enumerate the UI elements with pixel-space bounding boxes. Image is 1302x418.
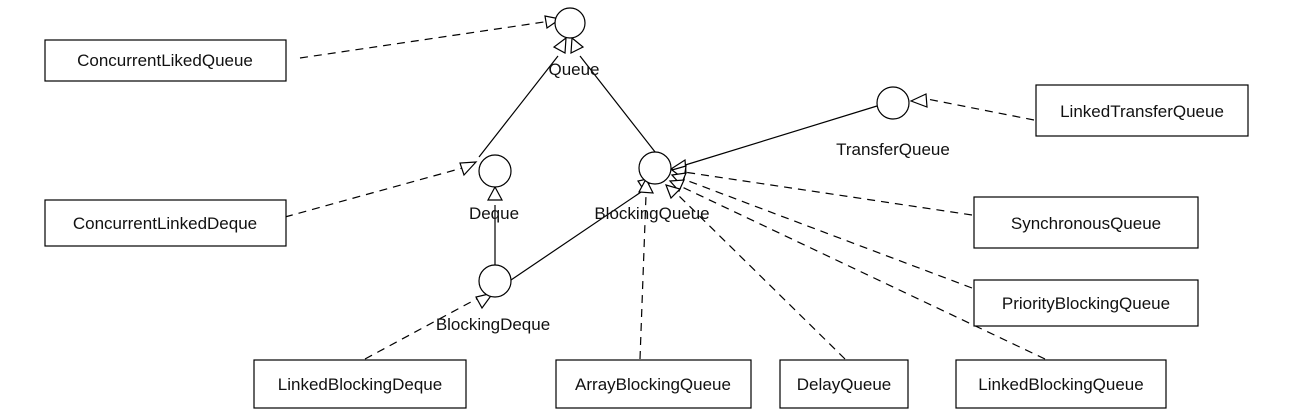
queue-label: Queue	[548, 60, 599, 79]
class-box-synchronousqueue: SynchronousQueue	[973, 196, 1199, 249]
blockingdeque-interface-circle	[478, 264, 512, 298]
linkedblockingdeque-label: LinkedBlockingDeque	[278, 375, 442, 394]
delayqueue-label: DelayQueue	[797, 375, 892, 394]
queue-interface-circle	[554, 7, 586, 39]
deque-extends-queue-line	[478, 55, 559, 158]
class-box-concurrentlinkeddeque: ConcurrentLinkedDeque	[44, 199, 287, 247]
queue-arrowhead-right	[570, 36, 585, 55]
queue-arrowhead-left	[552, 36, 567, 54]
blockingqueue-arrowhead-arraybq	[638, 177, 655, 194]
class-box-priorityblockingqueue: PriorityBlockingQueue	[973, 279, 1199, 327]
transferqueue-interface-circle	[876, 86, 910, 120]
transferqueue-extends-blockingqueue-line	[681, 105, 878, 167]
class-box-arrayblockingqueue: ArrayBlockingQueue	[555, 359, 752, 409]
class-box-delayqueue: DelayQueue	[779, 359, 909, 409]
synchronousqueue-implements-blockingqueue-line	[683, 171, 973, 216]
delayqueue-implements-blockingqueue-line	[675, 192, 846, 360]
blockingqueue-label: BlockingQueue	[594, 204, 709, 223]
blockingqueue-interface-circle	[638, 151, 672, 185]
blockingqueue-arrowhead-delayqueue	[665, 184, 682, 200]
deque-arrowhead-blockingdeque	[486, 185, 504, 201]
concurrentlikedqueue-label: ConcurrentLikedQueue	[77, 51, 253, 70]
arrayblockingqueue-label: ArrayBlockingQueue	[575, 375, 731, 394]
concurrentlinkeddeque-label: ConcurrentLinkedDeque	[73, 214, 257, 233]
blockingdeque-label: BlockingDeque	[436, 315, 550, 334]
linkedblockingqueue-implements-blockingqueue-line	[679, 185, 1046, 360]
concurrentlinkeddeque-implements-deque-line	[284, 166, 467, 218]
class-box-linkedtransferqueue: LinkedTransferQueue	[1035, 84, 1249, 137]
class-box-linkedblockingdeque: LinkedBlockingDeque	[253, 359, 467, 409]
class-box-linkedblockingqueue: LinkedBlockingQueue	[955, 359, 1167, 409]
blockingqueue-arrowhead-linkedblockingqueue	[668, 179, 685, 193]
linkedblockingqueue-label: LinkedBlockingQueue	[978, 375, 1143, 394]
transferqueue-label: TransferQueue	[836, 140, 950, 159]
deque-arrowhead-concurrentlinkeddeque	[459, 161, 478, 177]
priorityblockingqueue-label: PriorityBlockingQueue	[1002, 294, 1170, 313]
linkedtransferqueue-label: LinkedTransferQueue	[1060, 102, 1224, 121]
blockingdeque-arrowhead-linkedblockingdeque	[475, 292, 495, 310]
blockingdeque-extends-blockingqueue-line	[510, 189, 645, 281]
blockingqueue-extends-queue-line	[579, 55, 660, 158]
synchronousqueue-label: SynchronousQueue	[1011, 214, 1161, 233]
transferqueue-arrowhead-linkedtransferqueue	[909, 93, 928, 108]
class-box-concurrentlikedqueue: ConcurrentLikedQueue	[44, 39, 287, 82]
linkedtransferqueue-implements-transferqueue-line	[921, 97, 1035, 121]
concurrentlikedqueue-implements-queue-line	[299, 21, 545, 59]
deque-interface-circle	[478, 154, 512, 188]
priorityblockingqueue-implements-blockingqueue-line	[682, 178, 973, 289]
deque-label: Deque	[469, 204, 519, 223]
